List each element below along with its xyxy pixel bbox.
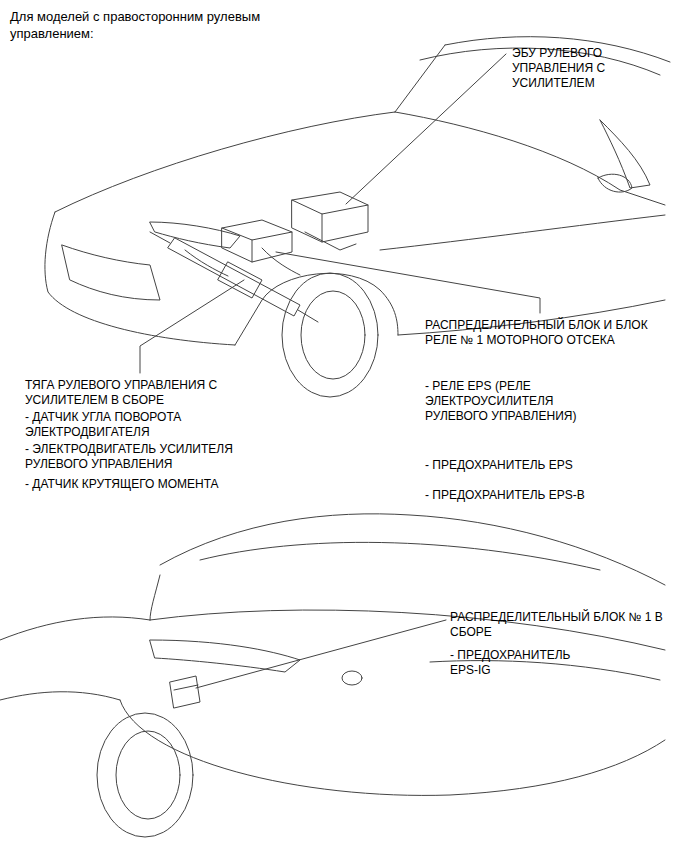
relay-block — [222, 220, 292, 262]
emblem — [342, 671, 362, 685]
steering-rack — [168, 238, 300, 316]
part-label: РАСПРЕДЕЛИТЕЛЬНЫЙ БЛОК № 1 В СБОРЕ — [450, 610, 670, 640]
body-side — [0, 617, 150, 700]
headlight — [150, 222, 240, 248]
front-wheel — [282, 273, 378, 397]
leader-line — [346, 54, 506, 204]
hood-outline — [55, 112, 395, 212]
junction-block — [170, 676, 200, 708]
part-label: ЭБУ РУЛЕВОГО УПРАВЛЕНИЯ С УСИЛИТЕЛЕМ — [512, 46, 632, 91]
heading: Для моделей с правосторонним рулевым упр… — [10, 8, 310, 42]
windshield — [395, 37, 670, 112]
part-label: - ДАТЧИК УГЛА ПОВОРОТА ЭЛЕКТРОДВИГАТЕЛЯ — [25, 410, 265, 440]
leader-line — [140, 280, 244, 373]
ecu-connector — [305, 232, 356, 250]
front-wheel-rim — [301, 291, 365, 379]
leader-line — [276, 252, 540, 313]
rear-roof — [160, 514, 665, 585]
a-pillar — [395, 112, 665, 205]
tail-light — [150, 640, 300, 672]
front-fascia — [45, 212, 235, 345]
body-side — [380, 215, 665, 335]
rear-bumper — [120, 700, 665, 795]
leader-line — [196, 620, 446, 688]
part-label: - РЕЛЕ EPS (РЕЛЕ ЭЛЕКТРОУСИЛИТЕЛЯ РУЛЕВО… — [425, 379, 595, 424]
wiring — [185, 248, 300, 276]
rear-wheel-rim — [116, 731, 180, 819]
part-label: - ПРЕДОХРАНИТЕЛЬ EPS-B — [425, 488, 650, 503]
tie-rod — [150, 232, 318, 322]
grille — [62, 245, 160, 300]
rear-wheel — [97, 713, 193, 837]
part-label: - ДАТЧИК КРУТЯЩЕГО МОМЕНТА — [25, 477, 265, 492]
part-label: ТЯГА РУЛЕВОГО УПРАВЛЕНИЯ С УСИЛИТЕЛЕМ В … — [25, 378, 265, 408]
steering-ecu — [292, 192, 368, 242]
mirror — [598, 174, 632, 192]
part-label: - ЭЛЕКТРОДВИГАТЕЛЬ УСИЛИТЕЛЯ РУЛЕВОГО УП… — [25, 442, 265, 472]
part-label: - ПРЕДОХРАНИТЕЛЬ EPS-IG — [450, 648, 600, 678]
part-label: - ПРЕДОХРАНИТЕЛЬ EPS — [425, 458, 650, 473]
part-label: РАСПРЕДЕЛИТЕЛЬНЫЙ БЛОК И БЛОК РЕЛЕ № 1 М… — [425, 318, 650, 348]
rear-window — [200, 542, 600, 570]
